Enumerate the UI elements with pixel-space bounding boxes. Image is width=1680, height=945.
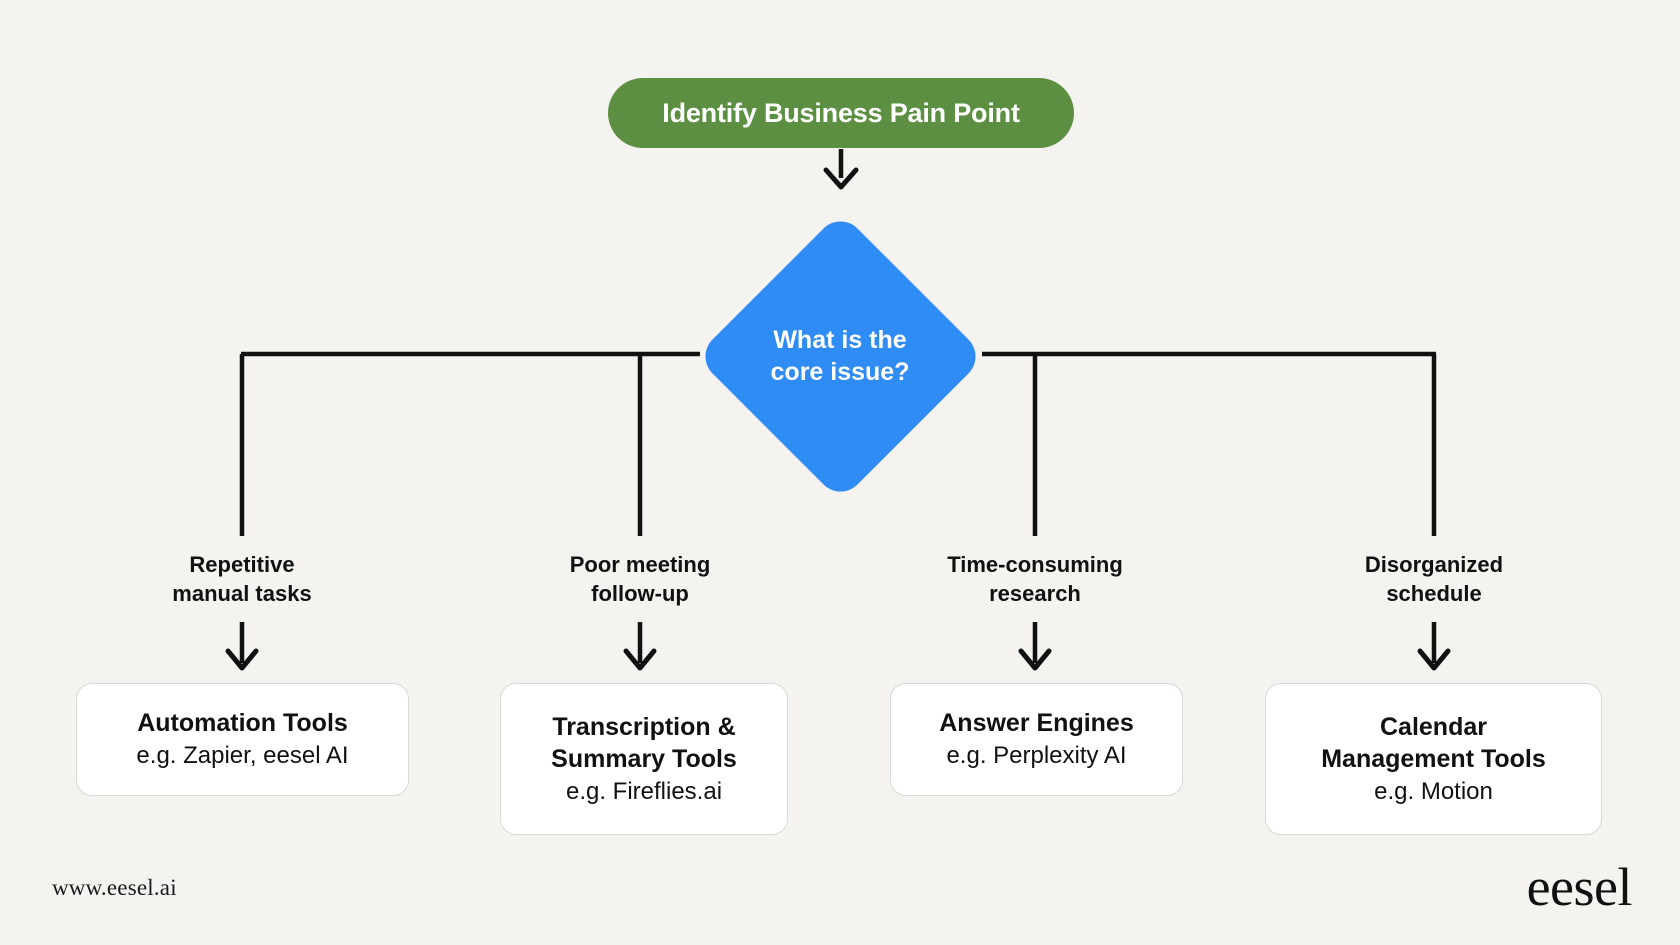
root-node-identify-business-pain-point[interactable]: Identify Business Pain Point	[608, 78, 1074, 148]
leaf-card-answer-engines[interactable]: Answer Engines e.g. Perplexity AI	[890, 683, 1183, 796]
branch-2-line-2: follow-up	[591, 581, 689, 607]
decision-label-line-1: What is the	[773, 326, 907, 354]
leaf-card-automation-tools[interactable]: Automation Tools e.g. Zapier, eesel AI	[76, 683, 409, 796]
leaf-3-title: Answer Engines	[939, 709, 1134, 738]
branch-1-line-2: manual tasks	[172, 581, 312, 607]
branch-label-time-consuming-research: Time-consuming research	[905, 550, 1165, 609]
leaf-2-title-line-1: Transcription &	[552, 712, 736, 741]
branch-label-poor-meeting-follow-up: Poor meeting follow-up	[510, 550, 770, 609]
branch-3-line-2: research	[989, 581, 1081, 607]
arrowhead-branch-3	[1018, 648, 1052, 671]
decision-node-label: What is the core issue?	[695, 211, 985, 501]
leaf-4-subtitle: e.g. Motion	[1374, 777, 1493, 805]
root-node-label: Identify Business Pain Point	[662, 97, 1020, 128]
leaf-3-subtitle: e.g. Perplexity AI	[946, 742, 1127, 770]
leaf-card-transcription-summary-tools[interactable]: Transcription & Summary Tools e.g. Firef…	[500, 683, 788, 835]
footer-website-url[interactable]: www.eesel.ai	[52, 875, 177, 900]
decision-label-line-2: core issue?	[770, 358, 910, 386]
decision-node-core-issue[interactable]: What is the core issue?	[695, 211, 985, 501]
leaf-4-title-line-2: Management Tools	[1321, 744, 1546, 773]
leaf-card-calendar-management-tools[interactable]: Calendar Management Tools e.g. Motion	[1265, 683, 1602, 835]
branch-label-repetitive-manual-tasks: Repetitive manual tasks	[112, 550, 372, 609]
leaf-1-title: Automation Tools	[137, 709, 348, 738]
branch-4-line-1: Disorganized	[1364, 552, 1504, 577]
branch-1-line-1: Repetitive	[189, 552, 295, 577]
branch-4-line-2: schedule	[1386, 581, 1482, 607]
arrowhead-branch-4	[1417, 648, 1451, 671]
eesel-logo: eesel	[1526, 857, 1633, 917]
leaf-1-subtitle: e.g. Zapier, eesel AI	[136, 742, 349, 770]
leaf-2-subtitle: e.g. Fireflies.ai	[565, 777, 723, 805]
branch-label-disorganized-schedule: Disorganized schedule	[1304, 550, 1564, 609]
arrowhead-root-to-decision	[823, 167, 859, 190]
leaf-2-title-line-2: Summary Tools	[551, 744, 737, 773]
branch-3-line-1: Time-consuming	[947, 552, 1123, 577]
leaf-4-title-line-1: Calendar	[1380, 712, 1487, 741]
arrowhead-branch-2	[623, 648, 657, 671]
branch-2-line-1: Poor meeting	[569, 552, 711, 577]
arrowhead-branch-1	[225, 648, 259, 671]
